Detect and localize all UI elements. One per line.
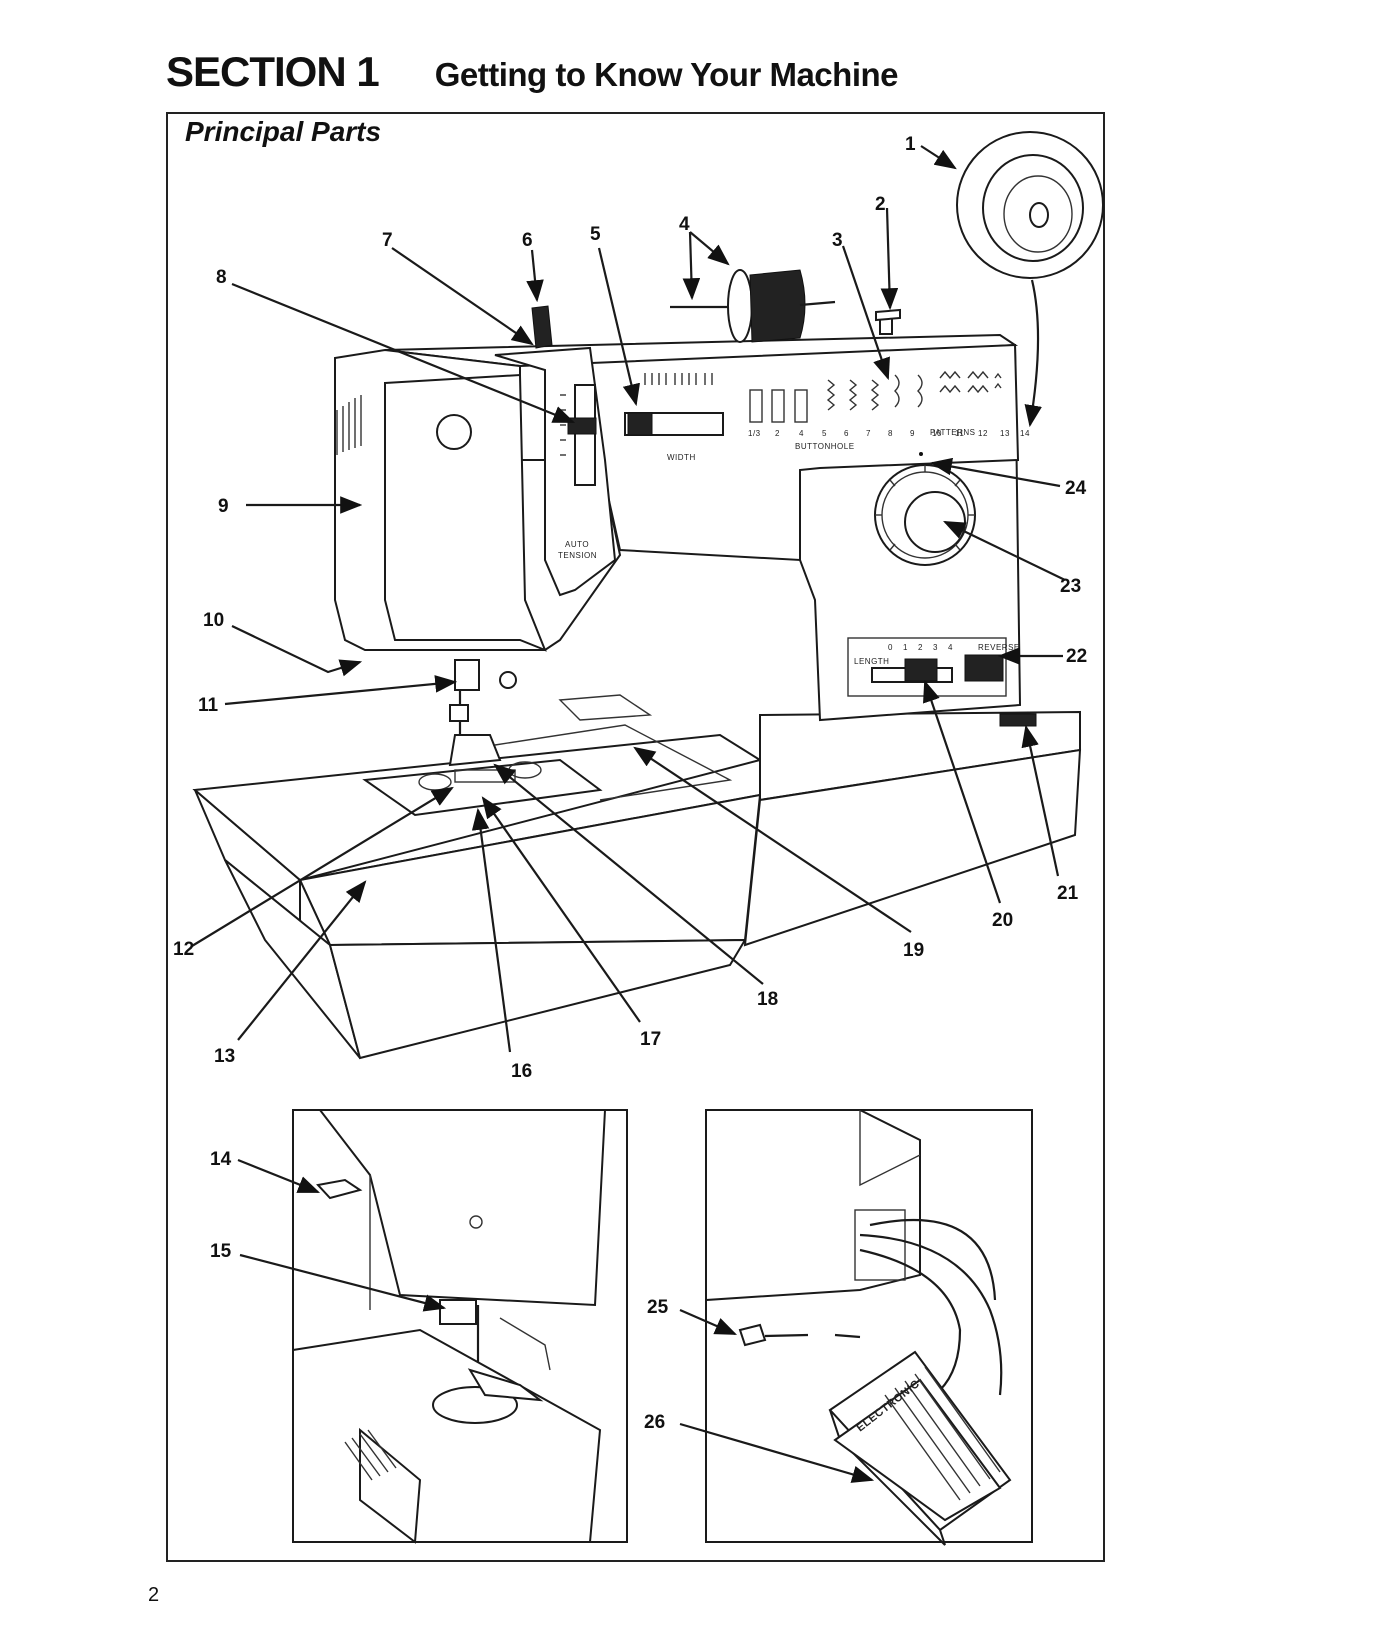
inset-presser-foot-view (292, 1109, 628, 1544)
callout-9: 9 (218, 496, 229, 517)
length-scale: 0 1 2 3 4 (888, 643, 953, 652)
callout-14: 14 (210, 1149, 232, 1170)
pattern-number: 7 (866, 429, 871, 438)
callout-numbers: 1 2 3 4 5 6 7 8 9 10 11 12 13 14 15 16 1… (173, 134, 1087, 1433)
callout-13: 13 (214, 1046, 235, 1067)
callout-21: 21 (1057, 883, 1079, 904)
callout-26: 26 (644, 1412, 665, 1433)
pattern-number: 13 (1000, 429, 1010, 438)
machine-body: AUTO TENSION (192, 269, 1082, 1060)
pattern-number-row: 1/3 2 4 5 6 7 8 9 10 11 12 13 14 (748, 429, 1030, 438)
callout-20: 20 (992, 910, 1013, 931)
callout-1: 1 (905, 134, 916, 155)
callout-15: 15 (210, 1241, 232, 1262)
page-number: 2 (148, 1584, 160, 1606)
figure-subtitle: Principal Parts (185, 116, 382, 147)
patterns-label: PATTERNS (930, 428, 975, 437)
callout-16: 16 (511, 1061, 532, 1082)
callout-2: 2 (875, 194, 886, 215)
auto-tension-label-1: AUTO (565, 540, 589, 549)
callout-5: 5 (590, 224, 601, 245)
callout-7: 7 (382, 230, 393, 251)
pattern-number: 11 (955, 429, 964, 438)
pattern-number: 2 (775, 429, 780, 438)
section-label: SECTION 1 (166, 48, 380, 95)
pattern-number: 14 (1020, 429, 1030, 438)
pattern-number: 5 (822, 429, 827, 438)
callout-11: 11 (198, 695, 219, 716)
pattern-number: 1/3 (748, 429, 761, 438)
length-scale-tick: 3 (933, 643, 938, 652)
length-label: LENGTH (854, 657, 889, 666)
callout-17: 17 (640, 1029, 661, 1050)
buttonhole-label: BUTTONHOLE (795, 442, 855, 451)
pattern-number: 6 (844, 429, 849, 438)
callout-23: 23 (1060, 576, 1081, 597)
callout-19: 19 (903, 940, 924, 961)
callout-4: 4 (679, 214, 690, 235)
length-scale-tick: 4 (948, 643, 953, 652)
pattern-number: 10 (932, 429, 942, 438)
section-header: SECTION 1 Getting to Know Your Machine (166, 48, 899, 96)
callout-10: 10 (203, 610, 224, 631)
width-label: WIDTH (667, 453, 696, 462)
callout-6: 6 (522, 230, 533, 251)
section-title: Getting to Know Your Machine (434, 56, 899, 93)
callout-8: 8 (216, 267, 227, 288)
pattern-number: 8 (888, 429, 893, 438)
reverse-label: REVERSE (978, 643, 1020, 652)
callout-22: 22 (1066, 646, 1087, 667)
bobbin-inset (956, 131, 1104, 428)
length-scale-tick: 1 (903, 643, 908, 652)
callout-24: 24 (1065, 478, 1087, 499)
figure-frame (166, 112, 1105, 1562)
length-scale-tick: 0 (888, 643, 893, 652)
length-scale-tick: 2 (918, 643, 923, 652)
callout-12: 12 (173, 939, 194, 960)
callout-18: 18 (757, 989, 778, 1010)
callout-25: 25 (647, 1297, 669, 1318)
pattern-number: 4 (799, 429, 804, 438)
pattern-number: 9 (910, 429, 915, 438)
callout-leaders (191, 145, 1066, 1483)
pattern-number: 12 (978, 429, 988, 438)
callout-3: 3 (832, 230, 843, 251)
auto-tension-label-2: TENSION (558, 551, 597, 560)
